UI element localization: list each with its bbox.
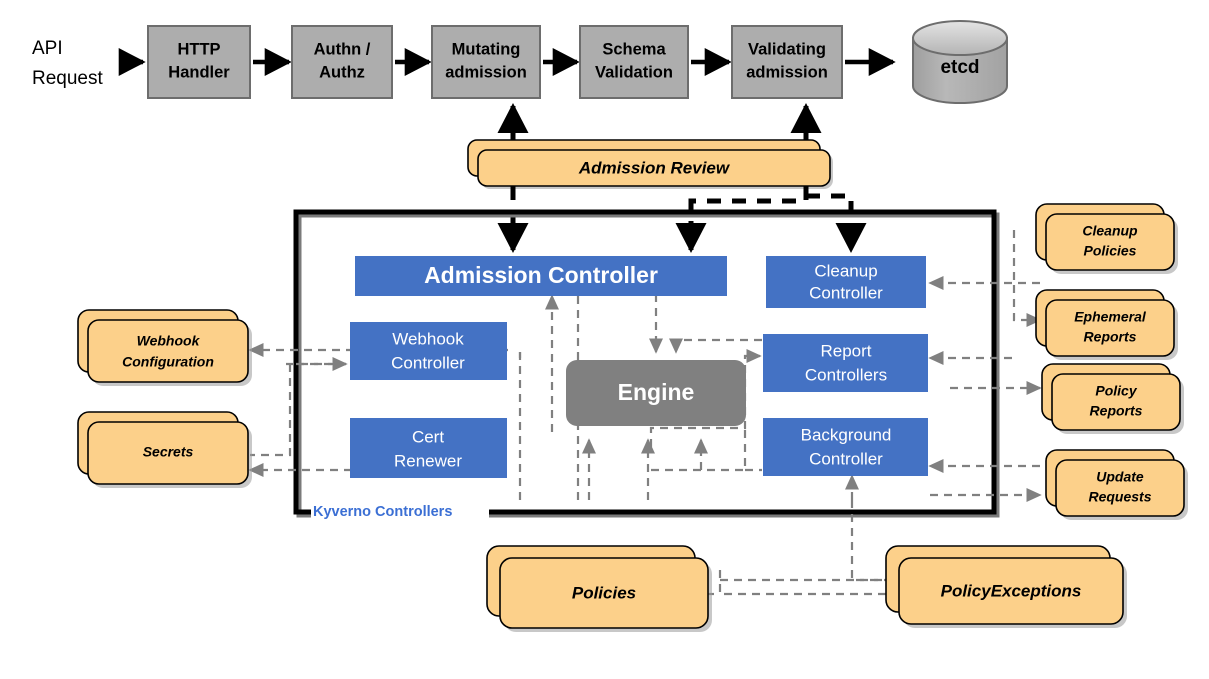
cert-renewer-line1: Cert (412, 427, 444, 446)
pipeline-box-mutating-admission: Mutating admission (431, 25, 541, 99)
controller-report-controllers: Report Controllers (763, 334, 928, 392)
ephemeral-reports-line2: Reports (1084, 329, 1137, 345)
authn-authz-line1: Authn / (314, 40, 371, 58)
admission-review-card: Admission Review (467, 139, 833, 189)
webhook-controller-line1: Webhook (392, 329, 464, 348)
engine-box: Engine (566, 360, 746, 426)
report-controllers-line1: Report (820, 341, 871, 360)
link-policies-to-policyexceptions (718, 570, 886, 596)
arrow-review-to-engine-path (675, 186, 809, 253)
controller-background-controller: Background Controller (763, 418, 928, 476)
secrets-label: Secrets (143, 444, 194, 460)
resource-card-secrets: Secrets (77, 411, 252, 488)
pipeline-box-authn-authz: Authn / Authz (291, 25, 393, 99)
resource-card-webhook-configuration: Webhook Configuration (77, 309, 252, 386)
controller-cert-renewer: Cert Renewer (350, 418, 507, 478)
http-handler-line2: Handler (168, 63, 230, 81)
schema-validation-line1: Schema (602, 40, 666, 58)
update-requests-line1: Update (1096, 469, 1144, 485)
policies-label: Policies (572, 583, 636, 602)
resource-card-update-requests: Update Requests (1045, 449, 1188, 520)
policy-reports-line2: Reports (1090, 403, 1143, 419)
resource-card-policy-reports: Policy Reports (1041, 363, 1184, 434)
validating-admission-line2: admission (746, 63, 828, 81)
admission-review-label: Admission Review (578, 158, 731, 177)
link-background-to-engine-rail (651, 430, 747, 472)
resource-card-policyexceptions: PolicyExceptions (885, 545, 1127, 628)
schema-validation-line2: Validation (595, 63, 673, 81)
http-handler-line1: HTTP (177, 40, 220, 58)
link-report-to-engine (668, 338, 762, 354)
admission-controller-label: Admission Controller (424, 262, 658, 288)
controller-webhook-controller: Webhook Controller (350, 322, 507, 380)
webhook-configuration-line1: Webhook (137, 333, 201, 349)
resource-card-policies: Policies (486, 545, 712, 632)
report-controllers-line2: Controllers (805, 365, 887, 384)
api-request-label: API Request (32, 38, 103, 89)
link-report-to-ephemeral (1012, 285, 1042, 328)
validating-admission-line1: Validating (748, 40, 826, 58)
background-controller-line1: Background (801, 425, 892, 444)
mutating-admission-line1: Mutating (452, 40, 521, 58)
pipeline-box-validating-admission: Validating admission (731, 25, 843, 99)
resource-card-ephemeral-reports: Ephemeral Reports (1035, 289, 1178, 360)
cleanup-policies-line1: Cleanup (1082, 223, 1138, 239)
policyexceptions-label: PolicyExceptions (941, 581, 1082, 600)
api-request-line1: API (32, 38, 63, 59)
etcd-label: etcd (940, 57, 979, 78)
cleanup-controller-line2: Controller (809, 283, 883, 302)
engine-label: Engine (618, 379, 695, 405)
link-engine-to-report (649, 348, 762, 447)
background-controller-line2: Controller (809, 449, 883, 468)
cleanup-controller-line1: Cleanup (814, 261, 877, 280)
kyverno-controllers-label: Kyverno Controllers (313, 504, 452, 520)
cert-renewer-line2: Renewer (394, 451, 462, 470)
pipeline-box-http-handler: HTTP Handler (147, 25, 251, 99)
webhook-configuration-line2: Configuration (122, 354, 214, 370)
etcd-datastore: etcd (912, 20, 1008, 104)
controller-cleanup-controller: Cleanup Controller (766, 256, 926, 308)
cleanup-policies-line2: Policies (1084, 243, 1137, 259)
ephemeral-reports-line1: Ephemeral (1074, 309, 1147, 325)
authn-authz-line2: Authz (319, 63, 365, 81)
pipeline-box-schema-validation: Schema Validation (579, 25, 689, 99)
webhook-controller-line2: Controller (391, 353, 465, 372)
update-requests-line2: Requests (1088, 489, 1151, 505)
controller-admission-controller: Admission Controller (355, 256, 727, 296)
resource-card-cleanup-policies: Cleanup Policies (1035, 203, 1178, 274)
arrow-review-to-cleanup-controller (806, 193, 867, 253)
api-request-line2: Request (32, 68, 103, 89)
mutating-admission-line2: admission (445, 63, 527, 81)
policy-reports-line1: Policy (1095, 383, 1137, 399)
